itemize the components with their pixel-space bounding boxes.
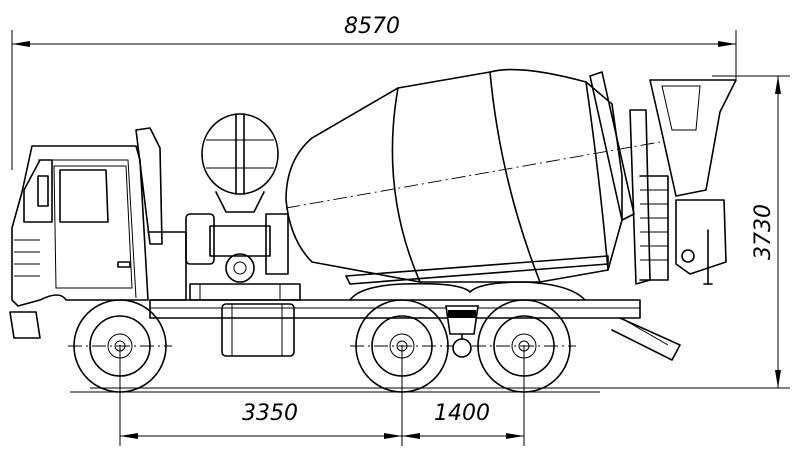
- chassis-frame: [9, 281, 681, 361]
- dimension-label-height: 3730: [751, 204, 776, 260]
- mixer-drum: [285, 68, 661, 285]
- rear-hopper: [629, 79, 737, 285]
- dimension-overall-length: 8570: [11, 14, 737, 170]
- water-tank: [201, 113, 279, 213]
- dimension-label-length: 8570: [344, 14, 400, 39]
- dimension-wheelbase: 3350 1400: [119, 345, 525, 446]
- dimension-overall-height: 3730: [90, 75, 790, 389]
- dimension-label-wheelbase-front: 3350: [242, 401, 298, 426]
- dimension-label-wheelbase-rear: 1400: [434, 401, 490, 426]
- rear-suspension: [445, 305, 479, 358]
- cab: [11, 127, 187, 307]
- pump-unit: [185, 213, 301, 301]
